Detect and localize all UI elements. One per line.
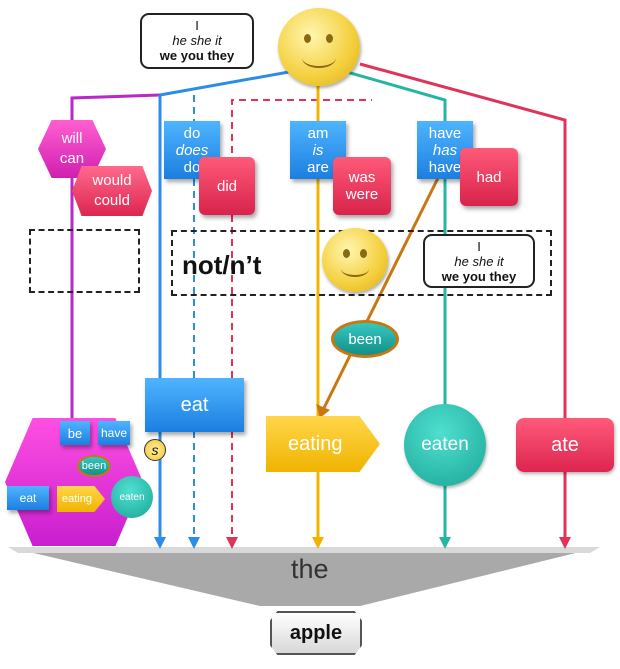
- have-first-person: have: [428, 125, 462, 142]
- inverted-subject-bubble: I he she it we you they: [423, 234, 535, 288]
- connector-been: [320, 173, 442, 413]
- arrowhead-do: [154, 537, 166, 549]
- had-tile: had: [460, 148, 518, 206]
- connector-past: [359, 62, 567, 540]
- funnel-the: [8, 547, 600, 606]
- third-person-s-label: s: [151, 442, 159, 458]
- be-were: were: [345, 186, 379, 203]
- base-form-tile: eat: [145, 378, 244, 432]
- subject-line-third-person: he she it: [172, 33, 222, 48]
- subject-smiley-icon: [278, 8, 360, 86]
- modal-block-have: have: [100, 425, 128, 440]
- be-past-tile: was were: [333, 157, 391, 215]
- be-are: are: [307, 159, 329, 176]
- connector-modal-top: [159, 68, 301, 97]
- did-tile: did: [199, 157, 255, 215]
- inverted-subject-line-plural: we you they: [441, 269, 517, 284]
- modal-block-be: be: [67, 425, 83, 441]
- subject-line-i: I: [195, 18, 199, 33]
- modal-block-eating-arrow: eating: [57, 486, 105, 512]
- connector-modal: [70, 93, 161, 470]
- subject-pronoun-bubble: I he she it we you they: [140, 13, 254, 69]
- been-oval: been: [331, 320, 399, 358]
- negation-label: not/n’t: [182, 250, 262, 280]
- past-form-tile: ate: [516, 418, 614, 472]
- modal-block-eating: eating: [62, 493, 92, 505]
- subject-line-plural: we you they: [159, 48, 235, 63]
- ing-form-label: eating: [288, 432, 343, 455]
- modal-block-eat-tile: eat: [7, 486, 49, 510]
- be-was: was: [348, 169, 376, 186]
- noun-plaque: apple: [270, 611, 362, 655]
- be-is: is: [312, 142, 324, 159]
- arrowhead-did: [226, 537, 238, 549]
- do-first-person: do: [183, 125, 201, 142]
- modal-block-been: been: [81, 460, 107, 472]
- inverted-subject-smiley-icon: [322, 228, 388, 292]
- do-plural: do: [183, 159, 201, 176]
- noun-label: apple: [289, 621, 343, 644]
- arrowhead-past: [559, 537, 571, 549]
- inverted-subject-line-third-person: he she it: [454, 254, 504, 269]
- ing-form-arrow: eating: [266, 416, 380, 472]
- article-label: the: [291, 554, 329, 584]
- modal-block-eaten-circle: eaten: [111, 476, 153, 518]
- arrowhead-been: [316, 404, 330, 418]
- arrowhead-have: [439, 537, 451, 549]
- participle-circle: eaten: [404, 404, 486, 486]
- do-third-person: does: [175, 142, 209, 159]
- modal-block-eat: eat: [19, 490, 37, 505]
- past-form-label: ate: [551, 433, 579, 456]
- modal-block-been-oval: been: [77, 455, 111, 477]
- arrowhead-be: [312, 537, 324, 549]
- connector-have: [339, 68, 447, 540]
- had-label: had: [476, 168, 502, 186]
- have-plural: have: [428, 159, 462, 176]
- be-am: am: [307, 125, 329, 142]
- modal-will: will: [61, 130, 83, 147]
- modal-block-have-tile: have: [98, 421, 130, 445]
- have-third-person: has: [432, 142, 458, 159]
- participle-label: eaten: [421, 434, 469, 455]
- modal-past-hexagon: would could: [72, 166, 152, 216]
- negation-slot-modal: [29, 229, 140, 293]
- modal-can: can: [59, 150, 85, 167]
- third-person-s-badge: s: [144, 439, 166, 461]
- base-form-label: eat: [180, 393, 209, 416]
- did-label: did: [216, 177, 238, 195]
- connector-did-dashed: [231, 99, 372, 165]
- arrowhead-do-dashed: [188, 537, 200, 549]
- been-label: been: [348, 330, 382, 348]
- inverted-subject-line-i: I: [477, 239, 481, 254]
- funnel-highlight: [8, 547, 600, 553]
- modal-block-eaten: eaten: [119, 491, 145, 503]
- modal-would: would: [92, 172, 132, 189]
- modal-block-be-tile: be: [60, 421, 90, 445]
- modal-could: could: [94, 192, 130, 209]
